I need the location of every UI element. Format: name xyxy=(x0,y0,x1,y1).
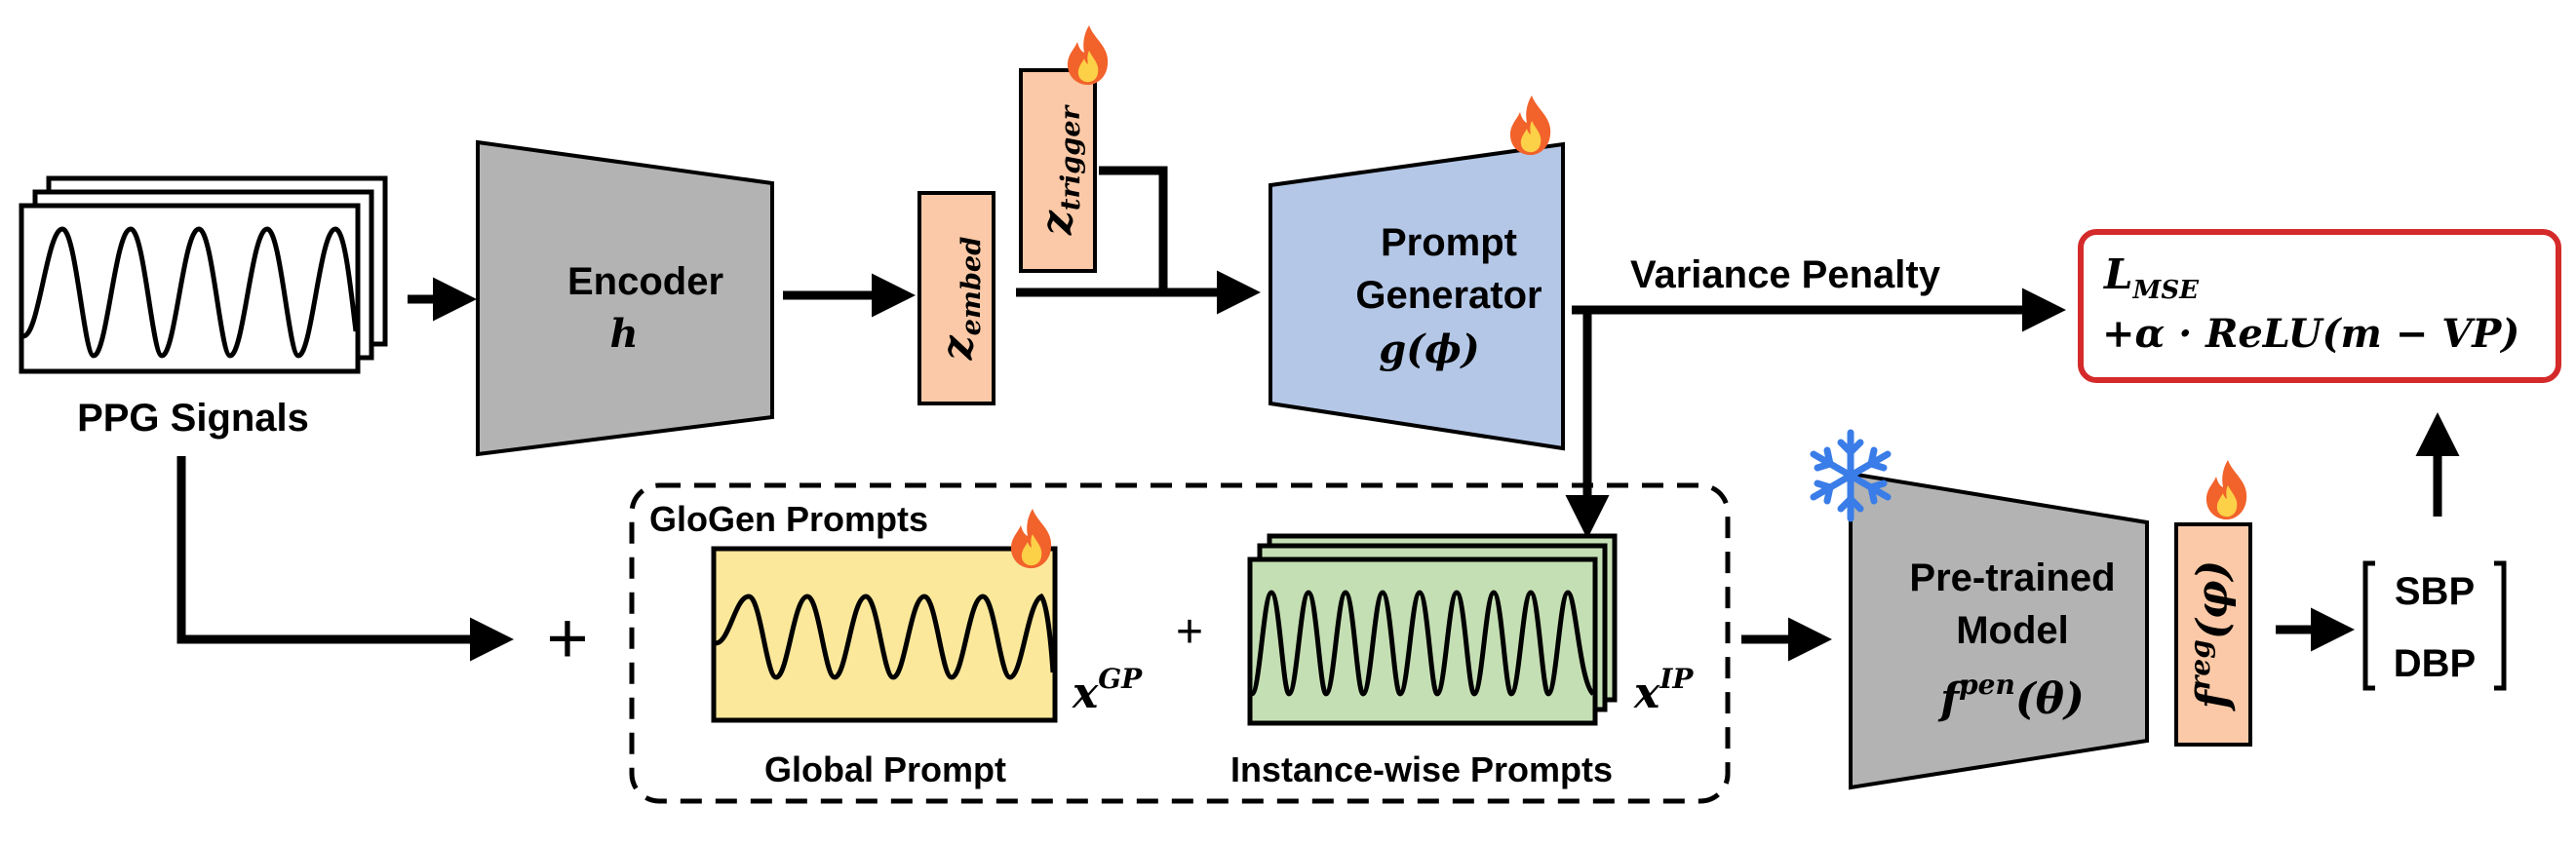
instance-prompts: Instance-wise Prompts xIP xyxy=(1230,533,1694,789)
global-prompt: Global Prompt xGP xyxy=(711,509,1143,789)
z-embed-label: zembed xyxy=(933,237,987,362)
instance-prompt-waveform xyxy=(1249,590,1596,697)
glogen-prompts-group: GloGen Prompts Global Prompt xGP + Insta… xyxy=(629,482,1731,804)
z-trigger-label: ztrigger xyxy=(1033,103,1086,236)
prompt-generator-block: Prompt Generator g(ϕ) xyxy=(1268,96,1565,451)
instance-prompts-label: Instance-wise Prompts xyxy=(1230,749,1613,789)
plus-sign: + xyxy=(546,597,588,678)
loss-line2: +α · ReLU(m − VP) xyxy=(2102,311,2519,357)
prompt-generator-symbol: g(ϕ) xyxy=(1379,326,1479,372)
outputs-vector: SBP DBP xyxy=(2362,560,2507,691)
pretrained-symbol: fpen(θ) xyxy=(1937,669,2085,724)
encoder-block: Encoder h xyxy=(476,139,774,457)
z-embed-block: zembed xyxy=(917,191,995,405)
encoder-symbol: h xyxy=(609,311,638,357)
prompt-generator-line1: Prompt xyxy=(1381,221,1517,264)
global-prompt-label: Global Prompt xyxy=(764,749,1006,789)
ppg-signals-stack: PPG Signals xyxy=(19,175,388,440)
freg-label: freg(φ) xyxy=(2184,560,2238,712)
plus-prompts: + xyxy=(1176,606,1203,658)
encoder-label: Encoder xyxy=(567,260,723,303)
pretrained-model-block: Pre-trained Model fpen(θ) xyxy=(1810,429,2149,790)
output-dbp: DBP xyxy=(2394,642,2476,685)
prompt-generator-line2: Generator xyxy=(1355,274,1542,317)
global-prompt-symbol: xGP xyxy=(1072,663,1143,718)
glogen-title: GloGen Prompts xyxy=(649,499,928,539)
loss-line1: LMSE xyxy=(2103,250,2200,305)
freg-block: freg(φ) xyxy=(2174,460,2252,747)
global-prompt-waveform xyxy=(715,593,1056,680)
pretrained-line1: Pre-trained xyxy=(1909,556,2115,599)
variance-penalty-label: Variance Penalty xyxy=(1630,253,1941,296)
instance-prompt-front xyxy=(1247,556,1598,726)
pretrained-line2: Model xyxy=(1956,609,2069,652)
fire-icon xyxy=(2205,460,2247,520)
ppg-waveform xyxy=(21,226,359,359)
fire-icon xyxy=(1010,509,1052,569)
arrow-ppg-to-plus xyxy=(176,456,514,662)
output-sbp: SBP xyxy=(2395,570,2475,613)
snowflake-icon xyxy=(1810,429,1892,522)
ppg-signal-front xyxy=(19,203,361,374)
loss-box: LMSE +α · ReLU(m − VP) xyxy=(2078,229,2561,383)
instance-prompts-symbol: xIP xyxy=(1633,663,1694,718)
connector-ztrigger xyxy=(1099,166,1168,292)
ppg-signals-label: PPG Signals xyxy=(77,397,309,440)
z-trigger-block: ztrigger xyxy=(1019,25,1109,273)
fire-icon xyxy=(1509,96,1551,156)
fire-icon xyxy=(1067,25,1109,86)
